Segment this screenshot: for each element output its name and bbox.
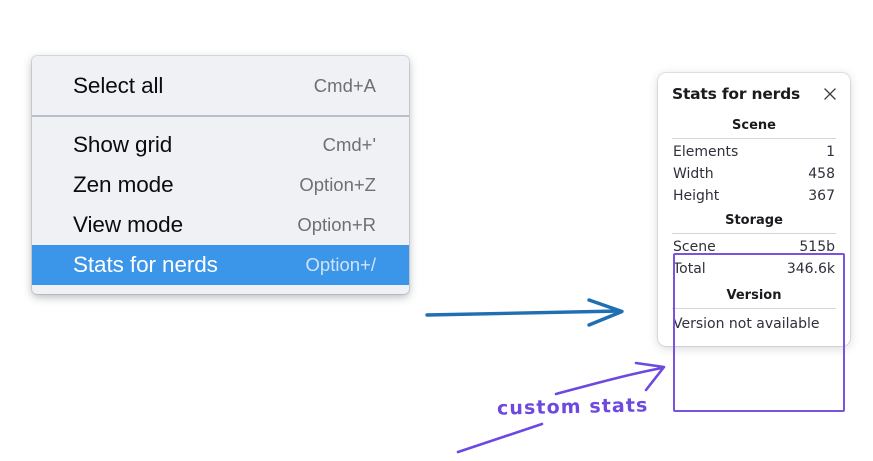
menu-group-1: Select all Cmd+A xyxy=(32,56,409,115)
menu-item-shortcut: Option+/ xyxy=(305,254,376,275)
stat-value: 458 xyxy=(808,166,835,182)
stat-row: Total 346.6k xyxy=(668,258,840,280)
section-title-version: Version xyxy=(726,288,782,303)
menu-item-label: Show grid xyxy=(73,132,173,157)
menu-item-label: Select all xyxy=(73,73,164,98)
stat-value: 1 xyxy=(826,144,835,160)
section-rule xyxy=(672,233,836,234)
stat-key: Scene xyxy=(673,239,716,255)
section-rule xyxy=(672,138,836,139)
stats-for-nerds-panel[interactable]: Stats for nerds Scene Elements 1 Width 4… xyxy=(658,73,850,346)
close-icon[interactable] xyxy=(822,86,838,102)
menu-item-label: Stats for nerds xyxy=(73,252,218,277)
panel-header: Stats for nerds xyxy=(668,85,840,103)
stat-value: 367 xyxy=(808,188,835,204)
purple-underline-stroke xyxy=(456,422,544,454)
stat-key: Total xyxy=(673,261,706,277)
menu-item-zen-mode[interactable]: Zen mode Option+Z xyxy=(32,165,409,205)
panel-title: Stats for nerds xyxy=(672,85,801,103)
menu-item-shortcut: Cmd+A xyxy=(313,75,376,96)
menu-item-view-mode[interactable]: View mode Option+R xyxy=(32,205,409,245)
stat-value: 346.6k xyxy=(786,261,835,277)
stat-row: Height 367 xyxy=(668,185,840,207)
menu-item-label: View mode xyxy=(73,212,183,237)
section-title-storage: Storage xyxy=(725,213,783,228)
section-title-scene: Scene xyxy=(732,118,776,133)
stat-value: 515b xyxy=(799,239,835,255)
stat-key: Height xyxy=(673,188,720,204)
version-value: Version not available xyxy=(673,316,820,332)
menu-item-show-grid[interactable]: Show grid Cmd+' xyxy=(32,125,409,165)
menu-item-select-all[interactable]: Select all Cmd+A xyxy=(32,66,409,106)
stat-key: Elements xyxy=(673,144,739,160)
menu-item-shortcut: Cmd+' xyxy=(322,134,376,155)
menu-item-stats-for-nerds[interactable]: Stats for nerds Option+/ xyxy=(32,245,409,285)
stat-key: Width xyxy=(673,166,714,182)
menu-item-shortcut: Option+Z xyxy=(299,174,376,195)
stat-row: Width 458 xyxy=(668,163,840,185)
blue-arrow xyxy=(425,298,624,327)
purple-arrow xyxy=(554,361,666,396)
section-rule xyxy=(672,308,836,309)
menu-group-2: Show grid Cmd+' Zen mode Option+Z View m… xyxy=(32,117,409,294)
context-menu[interactable]: Select all Cmd+A Show grid Cmd+' Zen mod… xyxy=(32,56,409,294)
custom-stats-annotation-label: custom stats xyxy=(496,394,649,420)
menu-divider xyxy=(32,115,409,117)
menu-item-shortcut: Option+R xyxy=(297,214,376,235)
menu-item-label: Zen mode xyxy=(73,172,174,197)
stat-row: Elements 1 xyxy=(668,141,840,163)
stat-row: Scene 515b xyxy=(668,236,840,258)
